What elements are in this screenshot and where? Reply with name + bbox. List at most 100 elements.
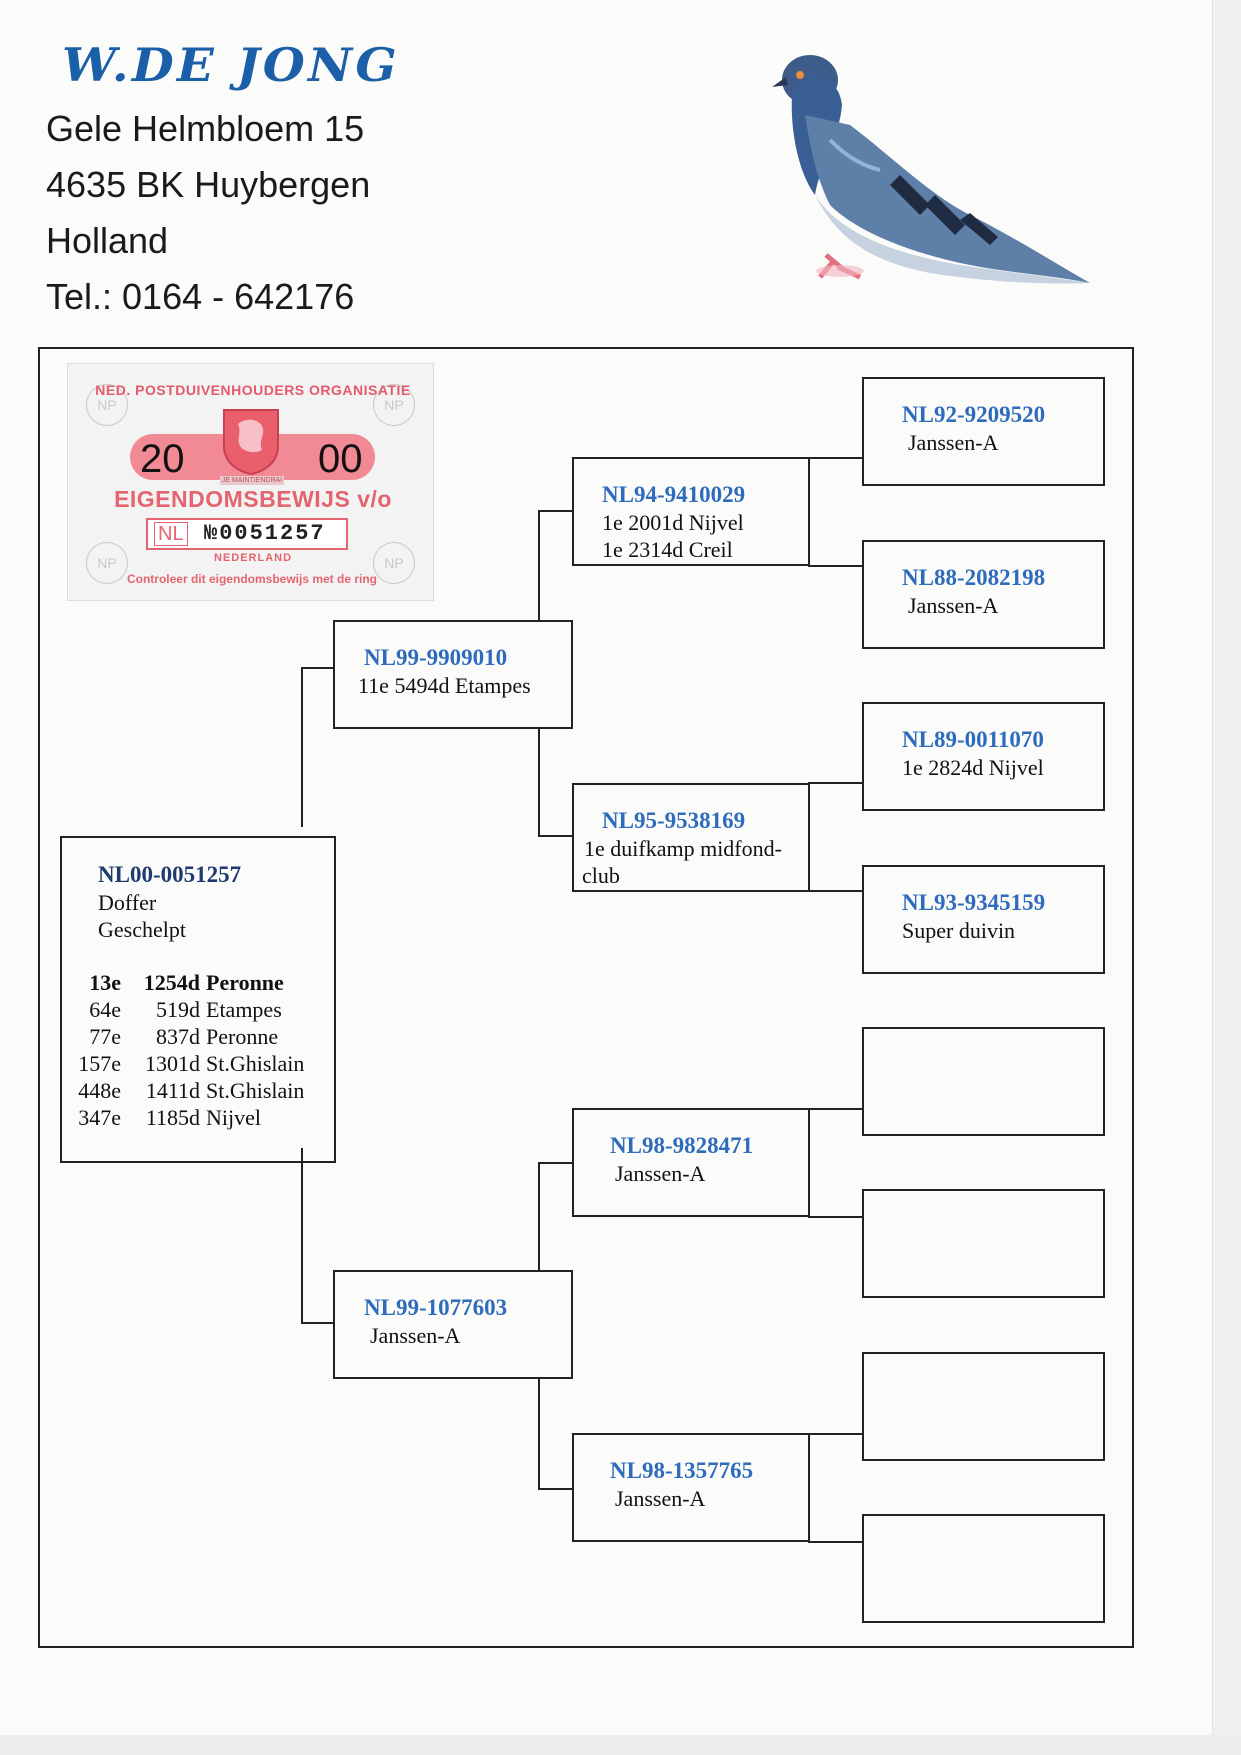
grandsire-maternal-box [572,1108,810,1217]
subject-bird-box [60,836,336,1163]
pedigree-frame [38,347,1134,1648]
result-race: Peronne [206,970,284,995]
connector-line [301,667,333,669]
connector-line [301,1322,333,1324]
granddam-paternal-note1: 1e duifkamp midfond- [584,836,782,861]
result-place: 157e [78,1051,121,1076]
subject-ring: NL00-0051257 [98,862,242,887]
granddam-paternal-box [572,783,810,892]
grandsire-paternal-box [572,457,810,566]
great-grandparent-ring: NL92-9209520 [902,402,1046,427]
connector-line [538,1162,572,1164]
subject-color: Geschelpt [98,917,186,942]
great-grandparent-ring: NL89-0011070 [902,727,1044,752]
great-grandparent-box [862,377,1105,486]
connector-line [808,1541,863,1543]
result-place: 448e [78,1078,121,1103]
dam-box [333,1270,573,1379]
result-place: 64e [89,997,121,1022]
sire-note: 11e 5494d Etampes [358,673,531,698]
grandsire-maternal-ring: NL98-9828471 [610,1133,754,1158]
address-country: Holland [46,220,169,261]
watermark-np: NP [86,384,128,426]
card-organisation: NED. POSTDUIVENHOUDERS ORGANISATIE [95,382,411,398]
result-place: 77e [89,1024,121,1049]
result-race: St.Ghislain [206,1078,305,1103]
card-year-right: 00 [318,437,363,481]
connector-line [808,457,863,459]
sire-box [333,620,573,729]
great-grandparent-note: 1e 2824d Nijvel [902,755,1044,780]
result-race: Etampes [206,997,282,1022]
connector-line [808,1108,863,1110]
connector-line [808,782,863,784]
grandsire-paternal-note2: 1e 2314d Creil [602,537,733,562]
result-birds: 1411d [145,1078,200,1103]
granddam-maternal-box [572,1433,810,1542]
dam-ring: NL99-1077603 [364,1295,508,1320]
connector-line [538,727,540,837]
granddam-maternal-note: Janssen-A [615,1486,706,1511]
connector-line [538,1162,540,1272]
address-city: 4635 BK Huybergen [46,164,371,205]
connector-line [808,890,863,892]
result-birds: 519d [156,997,200,1022]
great-grandparent-box [862,865,1105,974]
result-birds: 837d [156,1024,200,1049]
card-motto: JE MAINTIENDRAI [220,476,284,485]
granddam-paternal-ring: NL95-9538169 [602,808,746,833]
connector-line [301,1148,303,1324]
page-edge [1212,0,1241,1755]
result-birds: 1185d [145,1105,200,1130]
result-race: Nijvel [206,1105,261,1130]
great-grandparent-ring: NL88-2082198 [902,565,1046,590]
card-ring-prefix: NL [154,522,188,546]
result-place: 13e [89,970,121,995]
great-grandparent-box [862,702,1105,811]
card-country: NEDERLAND [213,552,293,564]
result-birds: 1254d [143,970,200,995]
subject-sex: Doffer [98,890,157,915]
grandsire-paternal-ring: NL94-9410029 [602,482,746,507]
connector-line [538,510,540,620]
great-grandparent-note: Super duivin [902,918,1016,943]
page-bottom-edge [0,1735,1241,1755]
card-ring-box [146,518,348,550]
connector-line [808,1216,863,1218]
watermark-np: NP [373,542,415,584]
great-grandparent-box-empty [862,1027,1105,1136]
lion-crest-icon [223,409,279,476]
connector-line [538,835,572,837]
phone-number: Tel.: 0164 - 642176 [46,276,355,317]
connector-line [808,1433,863,1435]
card-ring-number: №0051257 [204,521,326,546]
card-year-left: 20 [140,437,185,481]
great-grandparent-box-empty [862,1189,1105,1298]
result-race: St.Ghislain [206,1051,305,1076]
great-grandparent-box [862,540,1105,649]
great-grandparent-box-empty [862,1352,1105,1461]
connector-line [808,565,863,567]
great-grandparent-note: Janssen-A [908,593,999,618]
granddam-paternal-note2: club [582,863,620,888]
ring-ownership-card: NP NP NP NP NED. POSTDUIVENHOUDERS ORGAN… [67,363,434,601]
watermark-np: NP [86,542,128,584]
connector-line [538,1488,572,1490]
pigeon-illustration [772,55,1090,284]
watermark-np: NP [373,384,415,426]
connector-line [301,667,303,827]
grandsire-maternal-note: Janssen-A [615,1161,706,1186]
dam-note: Janssen-A [370,1323,461,1348]
sire-ring: NL99-9909010 [364,645,508,670]
connector-line [538,510,572,512]
result-place: 347e [78,1105,121,1130]
grandsire-paternal-note1: 1e 2001d Nijvel [602,510,744,535]
granddam-maternal-ring: NL98-1357765 [610,1458,754,1483]
